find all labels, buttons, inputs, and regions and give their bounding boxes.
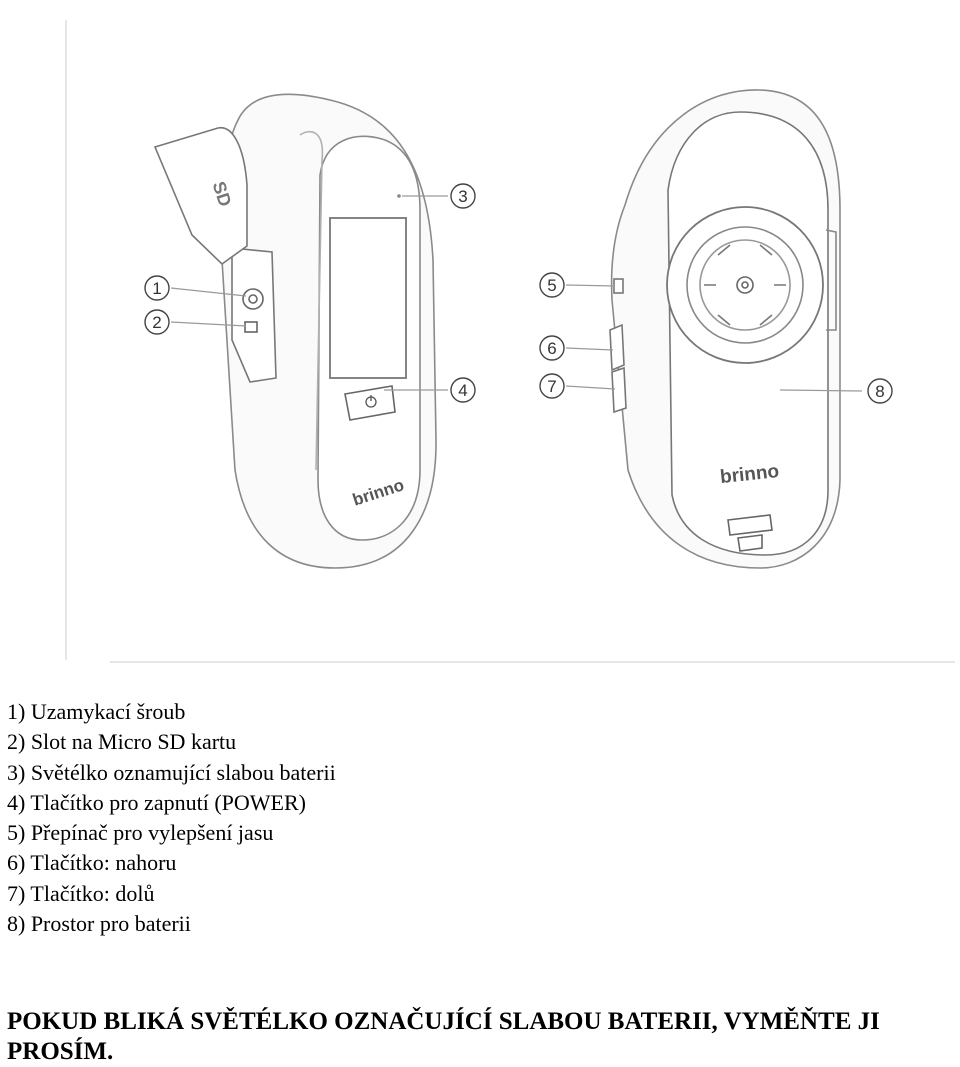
sd-cover-flap <box>153 127 248 266</box>
callout-6: 6 <box>539 335 565 361</box>
brightness-switch <box>613 278 624 294</box>
battery-warning: POKUD BLIKÁ SVĚTÉLKO OZNAČUJÍCÍ SLABOU B… <box>7 1007 960 1067</box>
svg-text:4: 4 <box>458 381 467 400</box>
down-button <box>611 366 627 414</box>
legend-item-2: 2) Slot na Micro SD kartu <box>7 729 237 755</box>
callout-5: 5 <box>539 272 565 298</box>
legend-item-6: 6) Tlačítko: nahoru <box>7 850 177 876</box>
callout-7: 7 <box>539 373 565 399</box>
callouts: 1 2 3 4 5 6 7 8 <box>144 183 893 404</box>
locking-screw <box>242 288 264 310</box>
front-device-screen <box>329 217 407 379</box>
warning-line-2: PROSÍM. <box>7 1038 114 1065</box>
low-battery-light <box>397 194 401 198</box>
callout-3: 3 <box>450 183 476 209</box>
legend-item-1: 1) Uzamykací šroub <box>7 699 186 724</box>
legend-item-8: 8) Prostor pro baterii <box>7 911 191 937</box>
device-diagram: brinno SD brinno <box>65 20 955 663</box>
svg-text:6: 6 <box>547 339 556 358</box>
power-button-outline <box>344 385 396 421</box>
callout-8: 8 <box>867 378 893 404</box>
warning-line-1: POKUD BLIKÁ SVĚTÉLKO OZNAČUJÍCÍ SLABOU B… <box>7 1008 880 1035</box>
svg-text:7: 7 <box>547 377 556 396</box>
callout-1: 1 <box>144 275 170 301</box>
legend-item-7: 7) Tlačítko: dolů <box>7 880 155 906</box>
rear-device: brinno <box>609 89 841 569</box>
svg-text:2: 2 <box>152 313 161 332</box>
up-button <box>609 323 625 372</box>
legend-item-3: 3) Světélko oznamující slabou baterii <box>7 759 336 785</box>
svg-text:5: 5 <box>547 276 556 295</box>
callout-4: 4 <box>450 377 476 403</box>
battery-latch <box>727 514 773 536</box>
callout-2: 2 <box>144 309 170 335</box>
sd-slot <box>244 321 258 333</box>
parts-legend: 1) Uzamykací šroub 2) Slot na Micro SD k… <box>7 697 336 939</box>
callout-lines <box>170 195 863 392</box>
legend-item-4: 4) Tlačítko pro zapnutí (POWER) <box>7 789 306 815</box>
svg-text:1: 1 <box>152 279 161 298</box>
svg-text:3: 3 <box>458 187 467 206</box>
legend-item-5: 5) Přepínač pro vylepšení jasu <box>7 820 274 846</box>
front-device: brinno SD <box>153 93 437 569</box>
svg-text:8: 8 <box>875 382 884 401</box>
